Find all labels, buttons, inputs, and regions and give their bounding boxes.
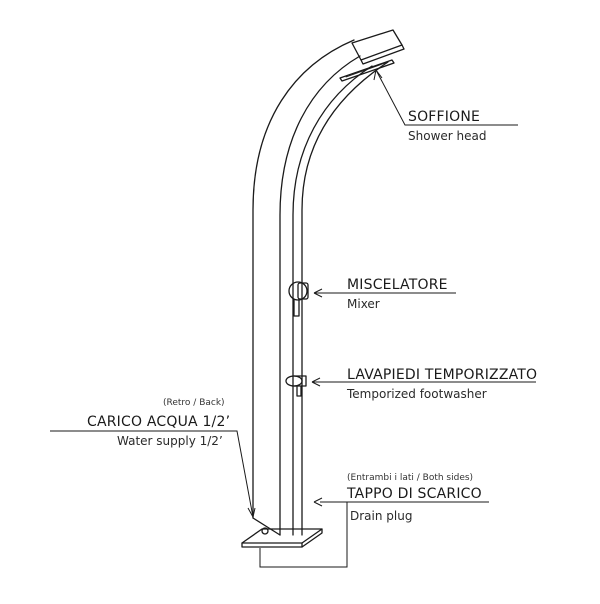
label-footwasher-it: LAVAPIEDI TEMPORIZZATO <box>347 367 538 383</box>
leader-water-supply <box>50 430 254 518</box>
label-shower-head-en: Shower head <box>408 129 487 143</box>
column-outer-right <box>301 61 389 536</box>
leader-drain-plug <box>259 501 489 568</box>
label-mixer-en: Mixer <box>347 297 380 311</box>
leader-shower-head <box>375 69 518 126</box>
label-drain-plug-note: (Entrambi i lati / Both sides) <box>347 473 474 483</box>
label-mixer-it: MISCELATORE <box>347 277 448 293</box>
label-drain-plug-it: TAPPO DI SCARICO <box>347 486 482 502</box>
label-water-supply-en: Water supply 1/2’ <box>117 434 223 448</box>
base-plate <box>241 528 323 548</box>
column-inner-left <box>279 55 361 536</box>
label-water-supply-it: CARICO ACQUA 1/2’ <box>87 414 231 430</box>
label-water-supply-note: (Retro / Back) <box>163 398 225 408</box>
footwasher-tap <box>285 375 307 397</box>
shower-head-plate <box>339 59 395 82</box>
label-shower-head-it: SOFFIONE <box>408 109 481 125</box>
column-outer-left <box>252 39 355 519</box>
shower-head-box <box>351 29 405 65</box>
column-inner-right <box>292 65 373 536</box>
column-bottom-edge <box>252 517 281 536</box>
label-drain-plug-en: Drain plug <box>350 509 413 523</box>
water-supply-connector <box>261 527 269 535</box>
mixer-valve <box>288 281 309 317</box>
label-footwasher-en: Temporized footwasher <box>347 387 487 401</box>
